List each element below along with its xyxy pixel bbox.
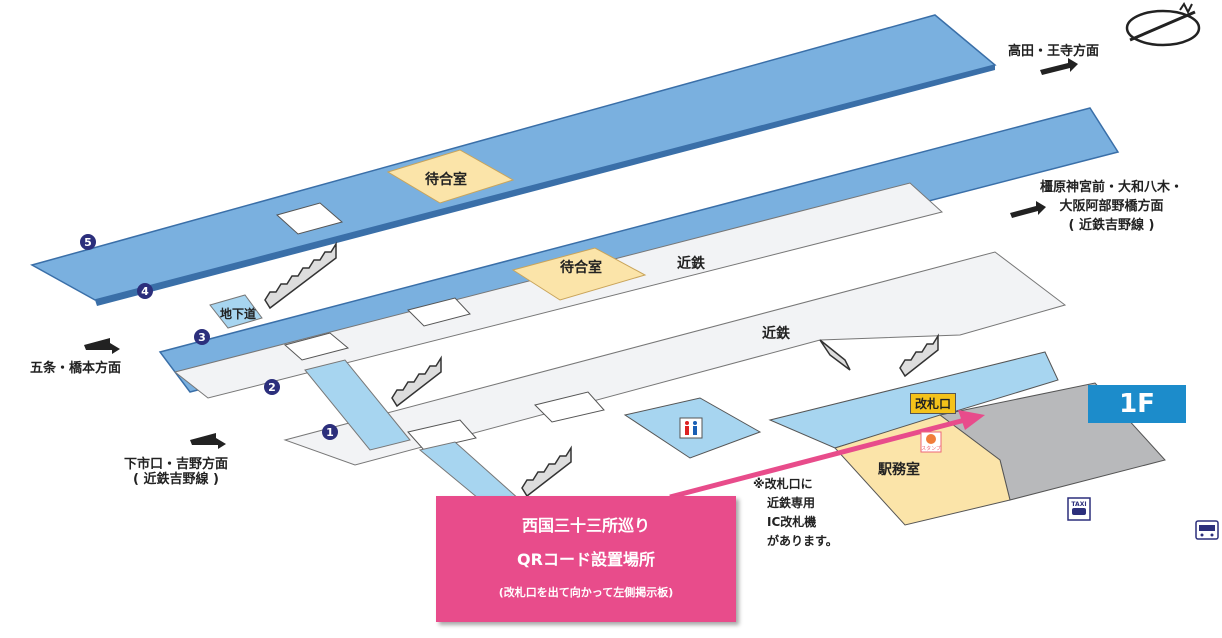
direction-arrow-icon-kashihara (1010, 201, 1046, 218)
stair-opening-lower (407, 419, 477, 451)
callout-pointer-arrow (669, 410, 985, 500)
direction-shimoichi-line2: ( 近鉄吉野線 ) (133, 472, 219, 487)
station-office-label: 駅務室 (878, 462, 920, 478)
bus-icon (1195, 520, 1219, 540)
waiting-room-lower-label: 待合室 (560, 260, 602, 276)
ic-gate-note: ※改札口に 近鉄専用 IC改札機 があります。 (753, 475, 838, 551)
stair-opening-left (283, 332, 350, 361)
stair-5 (819, 339, 851, 371)
stamp-icon: スタンプ (920, 431, 942, 453)
direction-arrow-icon-gojo (84, 338, 120, 354)
direction-arrow-icon-shimoichi (190, 433, 226, 449)
waiting-room-lower-area (511, 247, 647, 301)
direction-kashihara-line2: 大阪阿部野橋方面 (1059, 199, 1164, 214)
restroom-icon (679, 417, 703, 439)
underpass-lower (304, 359, 411, 451)
direction-kashihara-line3: ( 近鉄吉野線 ) (1068, 218, 1155, 233)
qr-code-callout: 西国三十三所巡り QRコード設置場所 (改札口を出て向かって左側掲示板) (436, 496, 736, 622)
platform-number-label: 4 (141, 285, 149, 298)
platform-4-5 (30, 14, 997, 301)
platform-number-label: 1 (326, 426, 334, 439)
platform-number-label: 2 (268, 381, 276, 394)
kintetsu-upper-label: 近鉄 (677, 256, 705, 272)
platform-number-label: 3 (198, 331, 206, 344)
note-line4: があります。 (767, 534, 838, 548)
floor-badge: 1F (1088, 385, 1186, 423)
callout-line2: QRコード設置場所 (517, 550, 655, 569)
platform-number-label: 5 (84, 236, 92, 249)
stair-2 (391, 355, 442, 408)
stair-1 (264, 241, 337, 310)
taxi-icon-label: TAXI (1071, 501, 1086, 508)
callout-line3: (改札口を出て向かって左側掲示板) (498, 586, 674, 599)
ticket-gate-label: 改札口 (910, 393, 957, 414)
direction-gojo: 五条・橋本方面 (30, 361, 122, 376)
platform-number-5: 5 (80, 234, 96, 250)
platform-number-4: 4 (137, 283, 153, 299)
underpass-label: 地下道 (220, 307, 257, 321)
direction-shimoichi: 下市口・吉野方面 ( 近鉄吉野線 ) (124, 457, 228, 487)
underpass-area (209, 294, 263, 329)
note-line1: ※改札口に (753, 477, 813, 491)
callout-line1: 西国三十三所巡り (521, 516, 650, 535)
platform-number-3: 3 (194, 329, 210, 345)
kintetsu-lower-label: 近鉄 (762, 326, 790, 342)
direction-kashihara: 橿原神宮前・大和八木・ 大阪阿部野橋方面 ( 近鉄吉野線 ) (1040, 178, 1183, 235)
north-compass-icon (1125, 2, 1201, 47)
waiting-room-upper-area (386, 149, 515, 204)
stair-opening-mid (407, 297, 471, 327)
platform-4-5-edge (95, 65, 995, 306)
note-line2: 近鉄専用 (767, 496, 816, 510)
platform-number-2: 2 (264, 379, 280, 395)
direction-arrow-icon-takada (1040, 58, 1078, 75)
concourse-lower (283, 251, 1067, 466)
platform-number-1: 1 (322, 424, 338, 440)
stair-opening-lower2 (534, 391, 605, 423)
note-line3: IC改札機 (767, 515, 817, 529)
direction-kashihara-line1: 橿原神宮前・大和八木・ (1040, 180, 1184, 195)
waiting-room-upper-label: 待合室 (425, 172, 467, 188)
stamp-icon-label: スタンプ (921, 445, 941, 452)
taxi-icon: TAXI (1067, 497, 1091, 521)
stair-opening-upper (275, 202, 344, 235)
stair-4 (899, 333, 939, 378)
direction-takada: 高田・王寺方面 (1008, 44, 1100, 59)
direction-shimoichi-line1: 下市口・吉野方面 (124, 457, 229, 472)
stair-3 (521, 445, 572, 498)
